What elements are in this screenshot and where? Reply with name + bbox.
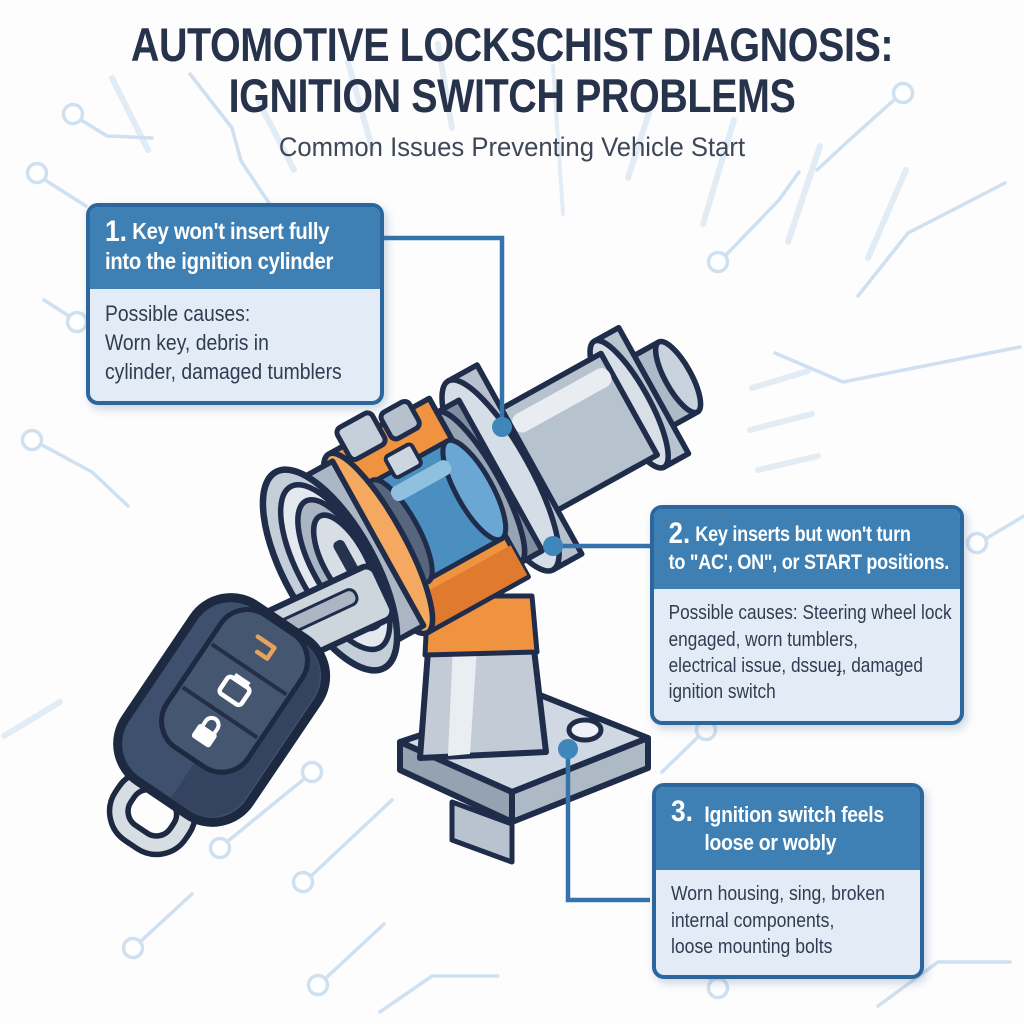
- callout-2-heading: 2.Key inserts but won't turn to "AC', ON…: [654, 509, 960, 590]
- callout-1-heading-text: Key won't insert fully into the ignition…: [104, 218, 334, 274]
- lock-icon: [191, 715, 221, 748]
- callout-connectors: [375, 235, 650, 903]
- callout-2-number: 2.: [668, 517, 691, 550]
- connector-dot-2: [543, 536, 563, 556]
- connector-line-1: [375, 235, 505, 420]
- header: AUTOMOTIVE LOCKSCHIST DIAGNOSIS: IGNITIO…: [0, 18, 1024, 163]
- callout-2-body: Possible causes: Steering wheel lock eng…: [668, 602, 952, 704]
- key-fob: [106, 593, 331, 858]
- callout-1: 1.Key won't insert fully into the igniti…: [86, 203, 384, 406]
- callout-1-number: 1.: [104, 215, 127, 248]
- callout-3-heading: 3. Ignition switch feels loose or wobly: [656, 787, 920, 871]
- title-line2: IGNITION SWITCH PROBLEMS: [228, 68, 796, 122]
- connector-dot-3: [558, 739, 578, 759]
- callout-2-heading-text: Key inserts but won't turn to "AC', ON",…: [668, 523, 950, 574]
- title-line1: AUTOMOTIVE LOCKSCHIST DIAGNOSIS:: [130, 18, 894, 71]
- callout-2: 2.Key inserts but won't turn to "AC', ON…: [650, 505, 964, 725]
- connector-dot-1: [492, 417, 512, 437]
- callout-3-number: 3.: [670, 795, 693, 828]
- unlock-icon: [254, 634, 277, 661]
- callout-3: 3. Ignition switch feels loose or wobly W…: [652, 783, 924, 980]
- connector-line-3: [565, 756, 650, 903]
- ignition-lock-cylinder: [259, 324, 704, 674]
- callout-1-heading: 1.Key won't insert fully into the igniti…: [90, 207, 380, 290]
- callout-3-body: Worn housing, sing, broken internal comp…: [670, 883, 885, 959]
- trunk-icon: [217, 672, 252, 708]
- callout-3-heading-text: Ignition switch feels loose or wobly: [704, 802, 884, 856]
- subtitle: Common Issues Preventing Vehicle Start: [278, 131, 746, 162]
- callout-1-body: Possible causes: Worn key, debris in cyl…: [104, 301, 342, 384]
